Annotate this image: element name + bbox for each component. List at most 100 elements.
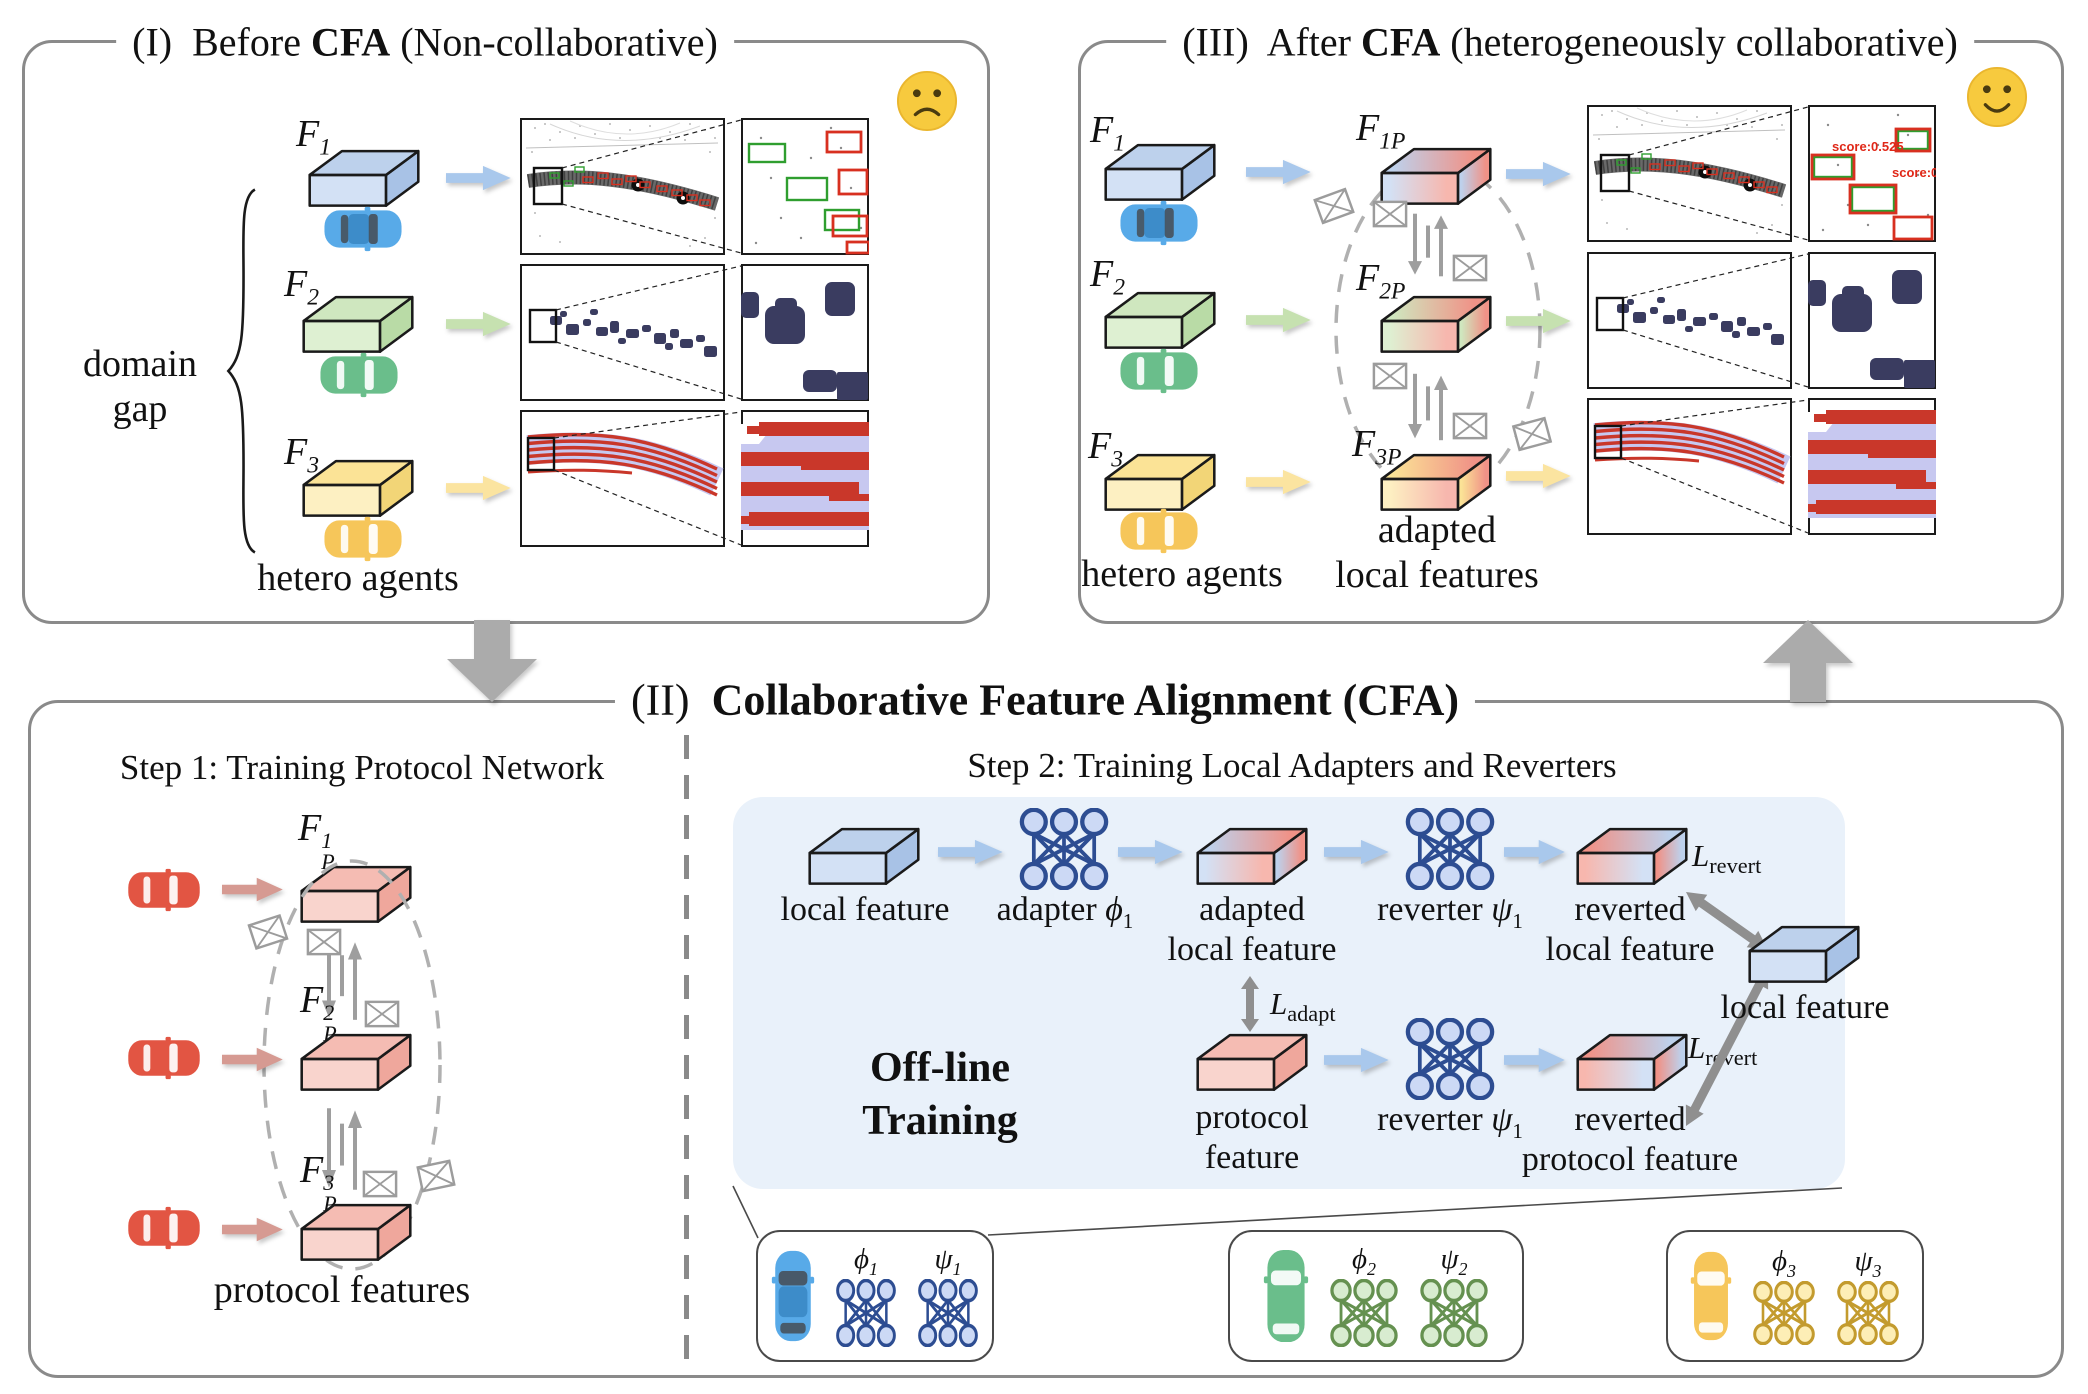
message-icon <box>415 1159 456 1194</box>
phi1-network-icon <box>835 1279 897 1348</box>
reverter-text: reverter <box>1377 891 1492 928</box>
psi1-label: ψ1 <box>934 1242 962 1277</box>
f2p-sub: 2P <box>1379 278 1406 305</box>
agent1-car-icon <box>322 206 404 252</box>
panel3-title: (III) After CFA (heterogeneously collabo… <box>1166 18 1974 66</box>
feature-slab-f2 <box>302 292 414 355</box>
agent3-adapters-box: ϕ3 ψ3 <box>1666 1230 1924 1362</box>
sad-face-icon <box>896 70 958 132</box>
agent2-adapters-box: ϕ2 ψ2 <box>1228 1230 1524 1362</box>
agent2-phi-column: ϕ2 <box>1329 1244 1399 1348</box>
p3-feature-label-f1: F1 <box>1090 108 1125 158</box>
offline-line1: Off-line <box>870 1045 1010 1091</box>
reverted-local-feature-slab <box>1576 824 1688 887</box>
psi3-symbol: ψ <box>1854 1244 1873 1277</box>
feature-slab-f1 <box>308 146 420 209</box>
expansion-lines <box>730 1178 1920 1248</box>
psi1-symbol: ψ <box>934 1242 953 1275</box>
p3-f1-sub: 1 <box>1113 130 1125 157</box>
p3-f3-base: F <box>1088 425 1112 467</box>
panel2-title-bold: Collaborative Feature Alignment (CFA) <box>711 675 1460 725</box>
arrow-f2-to-f2p-icon <box>1246 306 1312 334</box>
message-icon <box>1511 416 1553 452</box>
l-adapt-arrow-icon <box>1238 976 1262 1032</box>
message-icon <box>306 928 342 956</box>
feature-label-f1: F1 <box>296 112 331 162</box>
phi1-symbol: ϕ <box>854 1242 870 1275</box>
l-revert-base: L <box>1688 1030 1706 1065</box>
brace-icon <box>222 182 260 560</box>
p3-f2-base: F <box>1090 253 1114 295</box>
agent3-car-icon <box>1690 1249 1732 1343</box>
f2-sub: 2 <box>307 284 319 311</box>
fp3-base: F <box>300 1149 324 1191</box>
message-icon <box>362 1170 398 1198</box>
agent2-car-icon <box>1263 1247 1309 1345</box>
offline-line2: Training <box>862 1097 1018 1144</box>
protocol-line2: feature <box>1204 1139 1300 1177</box>
arrow-f1-to-output-icon <box>446 164 512 192</box>
p3-hetero-agents-label: hetero agents <box>1081 553 1283 595</box>
psi3-network-icon <box>1836 1281 1900 1346</box>
feature-label-f1p: F1P <box>1356 106 1405 156</box>
l-revert-label-top: Lrevert <box>1692 838 1761 879</box>
arrow-icon <box>1324 838 1390 866</box>
arrow-f3-to-output-icon <box>446 474 512 502</box>
arrow-f3p-to-output-icon <box>1506 462 1572 490</box>
agent1-psi-column: ψ1 <box>917 1242 979 1348</box>
arrow-icon <box>1504 1046 1566 1074</box>
hetero-agents-label: hetero agents <box>257 557 459 599</box>
agent3-car-icon <box>322 516 404 562</box>
p3-agent1-car-icon <box>1118 200 1200 246</box>
fp2-sup: 2 <box>323 999 335 1025</box>
p3-feature-slab-f3 <box>1104 450 1216 513</box>
exchange-arrows-icon <box>320 1106 364 1192</box>
detection-result-lidar-after: score:0.525 score:0.6 <box>1587 105 1936 242</box>
phi2-network-icon <box>1329 1279 1399 1348</box>
arrow-icon <box>938 838 1004 866</box>
p3-feature-slab-f1 <box>1104 140 1216 203</box>
f2p-base: F <box>1356 257 1380 299</box>
panel3-title-post: (heterogeneously collaborative) <box>1440 19 1958 65</box>
detection-result-lanes-before <box>520 410 869 547</box>
collaboration-ellipse <box>1330 158 1546 502</box>
phi2-label: ϕ2 <box>1352 1244 1376 1277</box>
arrow-icon <box>1118 838 1184 866</box>
p3-f1-base: F <box>1090 109 1114 151</box>
adapted-slab-f3p <box>1380 450 1492 513</box>
arrow-icon <box>1504 838 1566 866</box>
protocol-line1: protocol <box>1195 1099 1309 1136</box>
shared-local-feature-label: local feature <box>1720 989 1890 1026</box>
agent3-psi-column: ψ3 <box>1836 1244 1900 1346</box>
arrow-f2p-to-output-icon <box>1506 307 1572 335</box>
happy-face-icon <box>1966 66 2028 128</box>
f1-base: F <box>296 113 320 155</box>
f3-sub: 3 <box>307 452 319 479</box>
p3-feature-slab-f2 <box>1104 288 1216 351</box>
protocol-feature-slab <box>1196 1030 1308 1093</box>
detection-result-lidar-before <box>520 118 869 255</box>
adapter-sub: 1 <box>1122 908 1134 933</box>
reverted-line1: reverted <box>1574 891 1686 928</box>
reverter-text: reverter <box>1377 1101 1492 1138</box>
protocol-car-icon <box>126 868 202 912</box>
reverted-p-line2: protocol feature <box>1521 1141 1739 1179</box>
message-icon <box>1452 412 1488 440</box>
arrow-f3-to-f3p-icon <box>1246 468 1312 496</box>
arrow-to-fp3-icon <box>222 1216 284 1243</box>
adapted-slab-f1p <box>1380 144 1492 207</box>
reverter-network-icon <box>1404 808 1496 890</box>
agent3-phi-column: ϕ3 <box>1752 1246 1816 1346</box>
agent1-car-icon <box>771 1248 815 1344</box>
protocol-slab-3 <box>300 1200 412 1263</box>
arrow-f1-to-f1p-icon <box>1246 158 1312 186</box>
reverter-label-bottom: reverter ψ1 <box>1345 1100 1555 1144</box>
feature-slab-f3 <box>302 456 414 519</box>
